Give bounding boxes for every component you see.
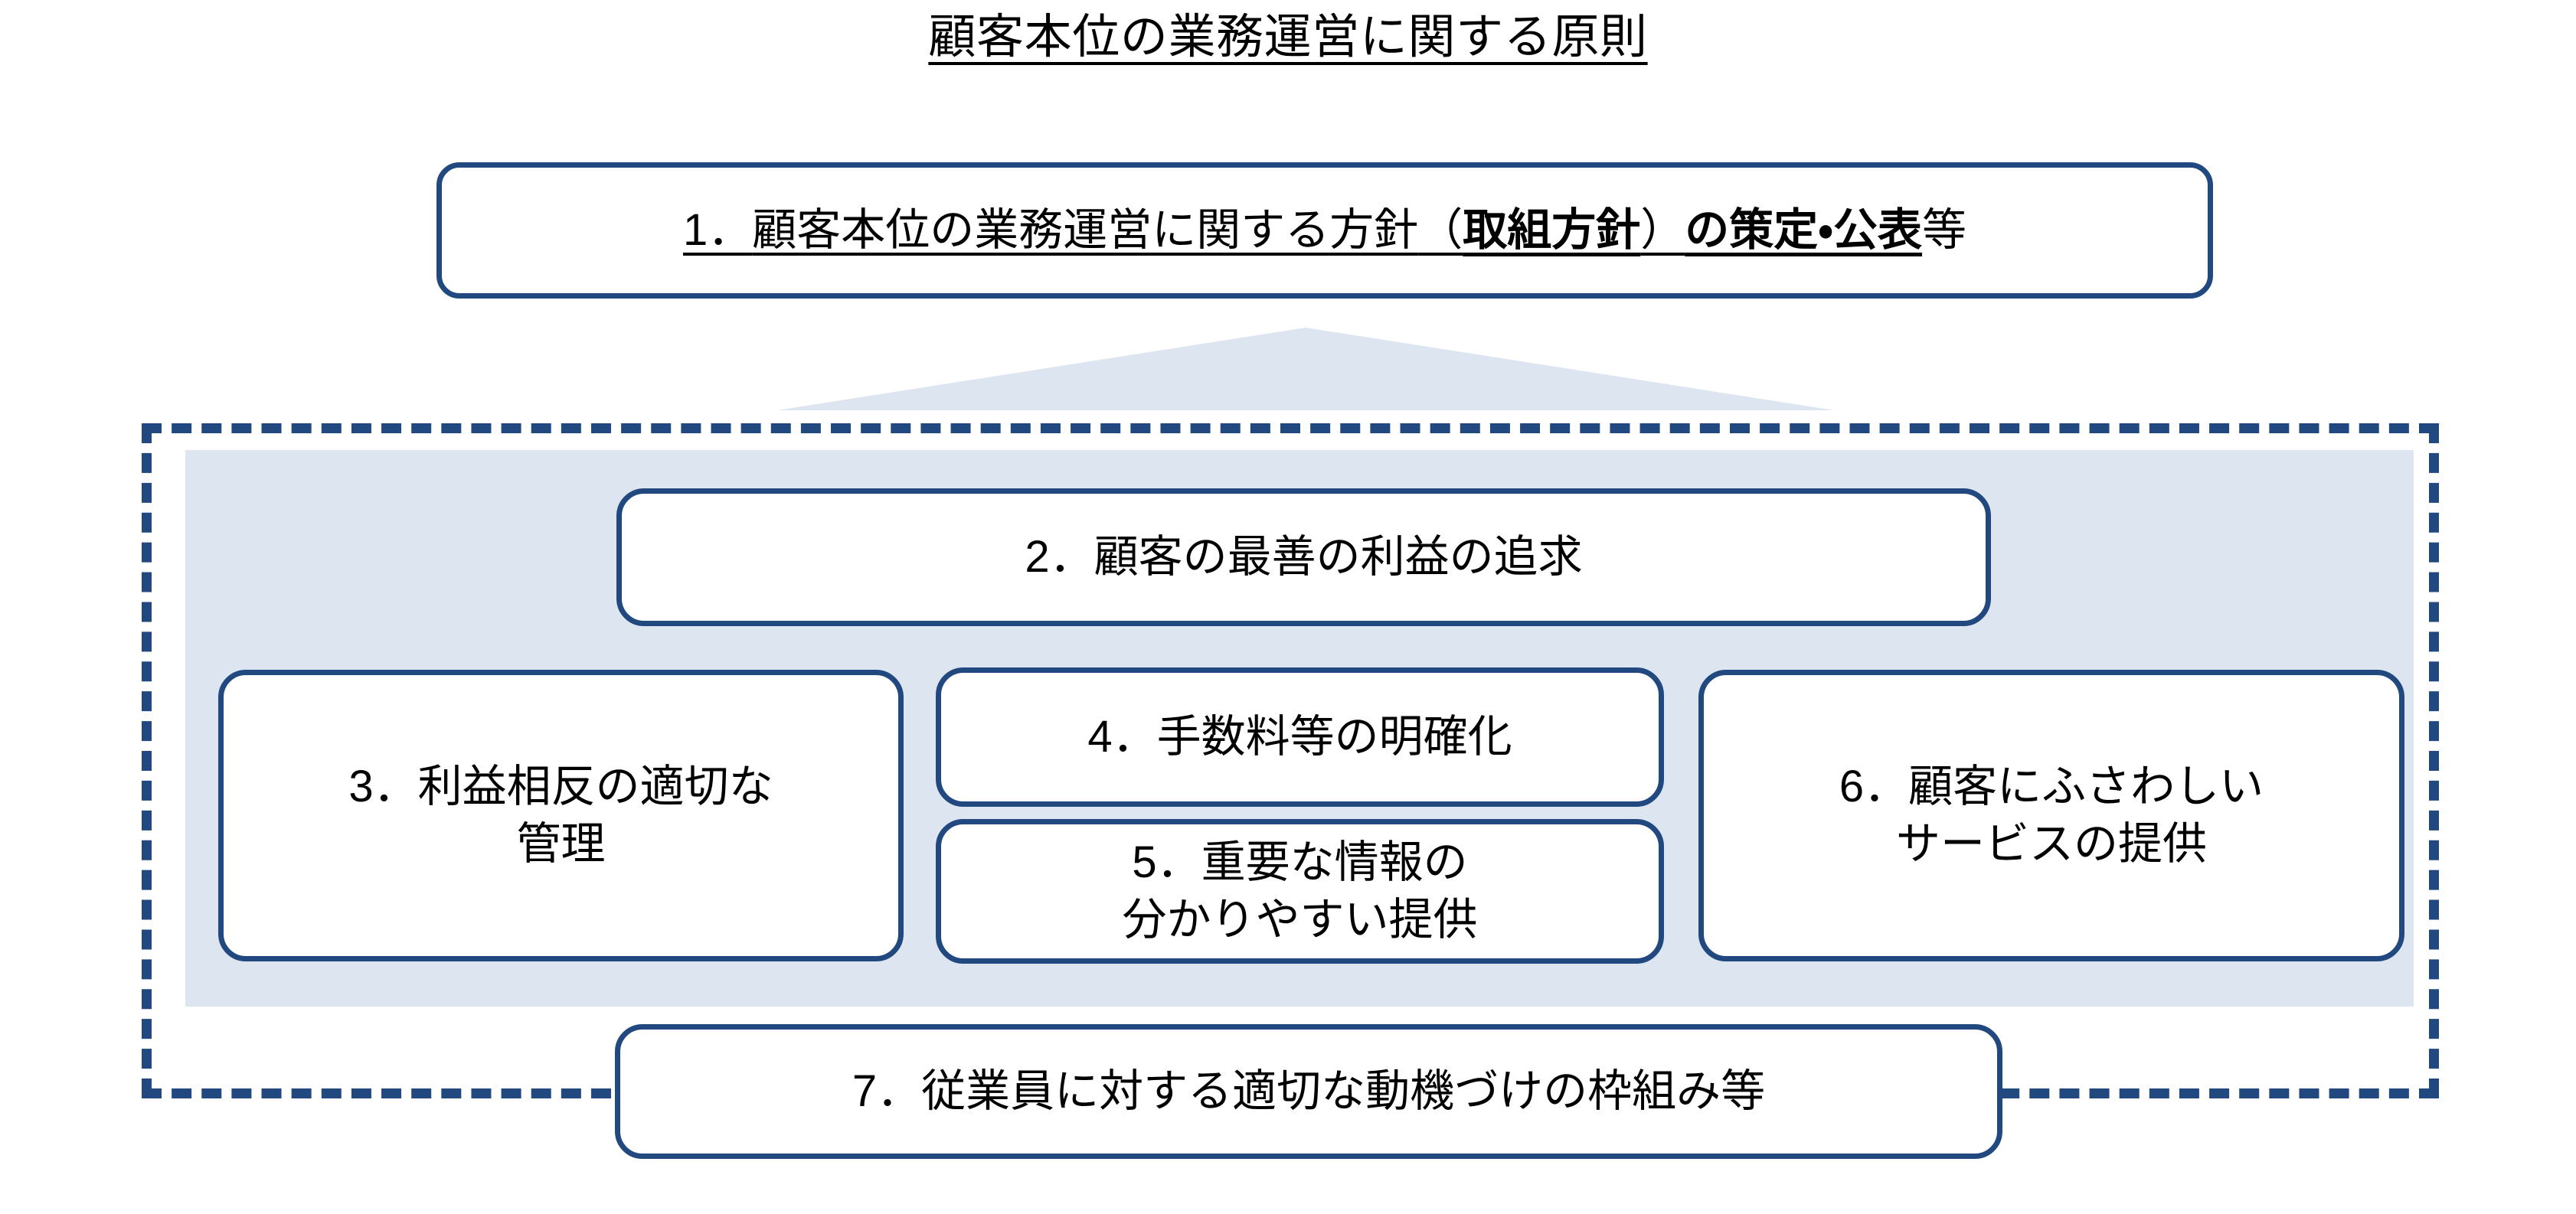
- principle-box-3[interactable]: 3．利益相反の適切な 管理: [218, 670, 904, 961]
- up-arrow-icon: [777, 328, 1834, 410]
- principle-box-2[interactable]: 2．顧客の最善の利益の追求: [616, 488, 1991, 626]
- principle-1-emphasis-publish: の策定・公表: [1685, 204, 1923, 255]
- principle-5-label: 5．重要な情報の 分かりやすい提供: [1122, 837, 1478, 945]
- principle-1-segment-plain: 顧客本位の業務運営に関する方針: [752, 204, 1419, 255]
- principle-box-4[interactable]: 4．手数料等の明確化: [936, 667, 1664, 807]
- page-title: 顧客本位の業務運営に関する原則: [0, 14, 2576, 61]
- principle-box-7[interactable]: 7．従業員に対する適切な動機づけの枠組み等: [615, 1024, 2002, 1159]
- principle-2-label: 2．顧客の最善の利益の追求: [1025, 531, 1583, 582]
- principle-box-1[interactable]: 1．顧客本位の業務運営に関する方針（取組方針）の策定・公表等: [436, 162, 2213, 299]
- principle-1-label: 1．顧客本位の業務運営に関する方針（取組方針）の策定・公表等: [442, 202, 2208, 259]
- principle-6-label: 6．顧客にふさわしい サービスの提供: [1839, 762, 2264, 869]
- principle-1-emphasis-policy: 取組方針: [1463, 204, 1641, 255]
- principle-7-label: 7．従業員に対する適切な動機づけの枠組み等: [852, 1066, 1766, 1116]
- principle-1-tail: 等: [1922, 204, 1967, 255]
- principle-1-number: 1．: [682, 204, 753, 255]
- principle-4-label: 4．手数料等の明確化: [1087, 711, 1512, 762]
- principle-1-paren-close: ）: [1640, 204, 1685, 255]
- principle-3-label: 3．利益相反の適切な 管理: [348, 762, 773, 869]
- principle-box-6[interactable]: 6．顧客にふさわしい サービスの提供: [1698, 670, 2404, 961]
- principle-box-5[interactable]: 5．重要な情報の 分かりやすい提供: [936, 819, 1664, 964]
- page-title-text: 顧客本位の業務運営に関する原則: [928, 11, 1648, 64]
- principle-1-paren-open: （: [1418, 204, 1463, 255]
